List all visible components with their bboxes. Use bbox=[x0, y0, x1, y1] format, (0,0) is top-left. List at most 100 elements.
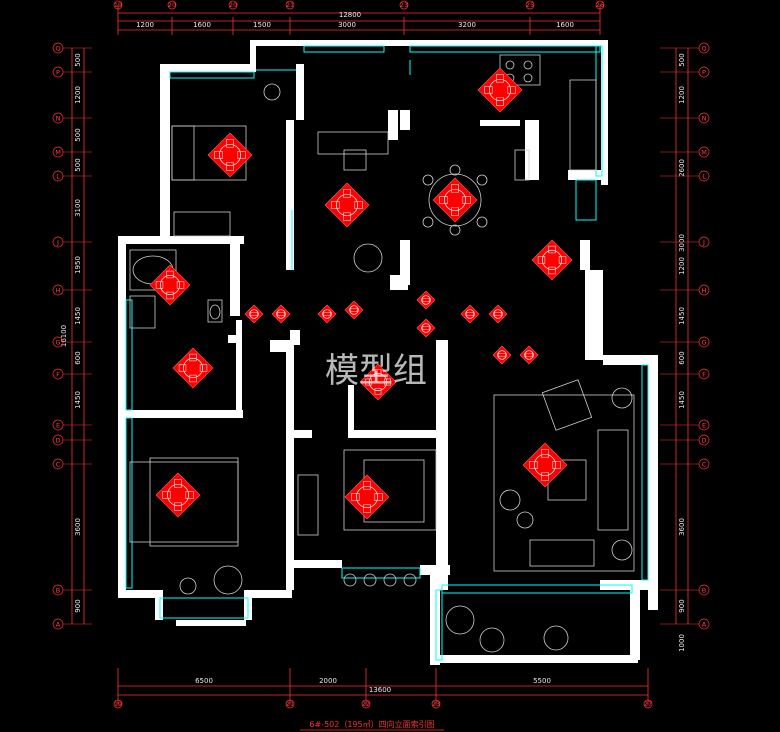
index-diamond bbox=[344, 300, 364, 320]
index-subbox bbox=[498, 353, 506, 358]
top-segment-4: 3000 bbox=[338, 21, 356, 29]
index-mark bbox=[416, 290, 436, 310]
right-segment-11: 1000 bbox=[678, 634, 686, 652]
index-mark bbox=[207, 132, 253, 178]
index-subbox bbox=[363, 504, 371, 513]
index-subbox bbox=[541, 449, 549, 458]
index-circle bbox=[489, 79, 511, 101]
right-segment-3: 2600 bbox=[678, 159, 686, 177]
index-diamond bbox=[155, 472, 201, 518]
left-segment-2: 1200 bbox=[74, 86, 82, 104]
index-diamond bbox=[492, 345, 512, 365]
right-segment-9: 3600 bbox=[678, 518, 686, 536]
index-diamond bbox=[460, 304, 480, 324]
index-subbox bbox=[343, 212, 351, 221]
index-subbox bbox=[250, 312, 258, 317]
index-subbox bbox=[496, 97, 504, 106]
index-subbox bbox=[354, 201, 363, 209]
index-subbox bbox=[552, 461, 561, 469]
bottom-segment-1: 6500 bbox=[195, 677, 213, 685]
index-circle bbox=[534, 454, 556, 476]
index-mark bbox=[344, 300, 364, 320]
row-axis-label-right: B bbox=[702, 586, 706, 594]
index-subbox bbox=[174, 502, 182, 511]
top-axis-6: 25 bbox=[526, 1, 534, 9]
bottom-axis-labels: 19 21 22 23 27 bbox=[114, 700, 652, 708]
windows bbox=[125, 45, 649, 661]
bottom-segment-3: 5500 bbox=[533, 677, 551, 685]
index-subbox bbox=[350, 308, 358, 313]
row-axis-label-right: D bbox=[701, 436, 706, 444]
row-axis-label-right: N bbox=[702, 114, 707, 122]
index-circle bbox=[542, 250, 562, 270]
index-mark bbox=[492, 345, 512, 365]
row-axis-label-right: J bbox=[702, 238, 705, 246]
index-mark bbox=[317, 304, 337, 324]
index-subbox bbox=[529, 461, 538, 469]
left-segment-8: 600 bbox=[74, 351, 82, 364]
index-subbox bbox=[374, 369, 382, 376]
index-diamond bbox=[172, 347, 214, 389]
index-mark bbox=[271, 304, 291, 324]
walls bbox=[118, 40, 658, 665]
row-axis-label-left: G bbox=[55, 338, 60, 346]
index-diamond bbox=[317, 304, 337, 324]
right-dimension-chain bbox=[675, 48, 689, 624]
row-axis-label-left: C bbox=[56, 460, 61, 468]
index-circle bbox=[160, 275, 180, 295]
left-segment-9: 1450 bbox=[74, 391, 82, 409]
right-segment-4: 3000 bbox=[678, 234, 686, 252]
right-segment-2: 1200 bbox=[678, 86, 686, 104]
index-circle bbox=[167, 484, 189, 506]
top-axis-7: 26 bbox=[596, 1, 604, 9]
left-segment-10: 3600 bbox=[74, 518, 82, 536]
right-segment-10: 900 bbox=[678, 599, 686, 612]
index-subbox bbox=[422, 326, 430, 331]
index-diamond bbox=[522, 442, 568, 488]
bottom-axis-3: 22 bbox=[362, 700, 370, 708]
top-axis-labels: 19 20 20 21 23 25 26 bbox=[114, 1, 604, 9]
top-segment-3: 1500 bbox=[253, 21, 271, 29]
top-segment-6: 1600 bbox=[556, 21, 574, 29]
row-axis-label-right: H bbox=[702, 286, 707, 294]
bottom-overall-dimension: 13600 bbox=[369, 686, 391, 694]
row-axis-label-left: B bbox=[56, 586, 60, 594]
index-circle bbox=[183, 358, 203, 378]
row-axis-label-right: P bbox=[702, 68, 706, 76]
index-subbox bbox=[176, 281, 185, 289]
index-mark bbox=[149, 264, 191, 306]
top-segment-labels: 1200 1600 1500 3000 3200 1600 bbox=[136, 21, 574, 29]
index-circle bbox=[421, 323, 431, 333]
right-segment-1: 500 bbox=[678, 53, 686, 66]
bottom-axis-1: 19 bbox=[114, 700, 122, 708]
index-subbox bbox=[484, 86, 493, 94]
index-subbox bbox=[226, 139, 234, 148]
index-subbox bbox=[185, 491, 194, 499]
index-diamond bbox=[149, 264, 191, 306]
bottom-axis-2: 21 bbox=[286, 700, 294, 708]
top-axis-3: 20 bbox=[229, 1, 237, 9]
index-subbox bbox=[166, 291, 174, 300]
row-axis-label-left: Q bbox=[55, 44, 60, 52]
top-dimension-chain bbox=[117, 5, 601, 35]
index-mark bbox=[344, 474, 390, 520]
index-circle bbox=[465, 309, 475, 319]
index-subbox bbox=[558, 256, 567, 264]
index-circle bbox=[219, 144, 241, 166]
index-subbox bbox=[466, 312, 474, 317]
index-subbox bbox=[548, 266, 556, 275]
index-diamond bbox=[416, 290, 436, 310]
row-axis-label-right: F bbox=[702, 370, 706, 378]
row-axis-label-left: J bbox=[56, 238, 59, 246]
index-mark bbox=[432, 177, 478, 223]
left-segment-1: 500 bbox=[74, 53, 82, 66]
index-circle bbox=[369, 373, 387, 391]
index-subbox bbox=[214, 151, 223, 159]
index-diamond bbox=[344, 474, 390, 520]
index-subbox bbox=[422, 298, 430, 303]
index-diamond bbox=[207, 132, 253, 178]
row-axis-label-left: D bbox=[55, 436, 60, 444]
furniture bbox=[129, 54, 635, 653]
row-axis-label-right: M bbox=[701, 148, 707, 156]
